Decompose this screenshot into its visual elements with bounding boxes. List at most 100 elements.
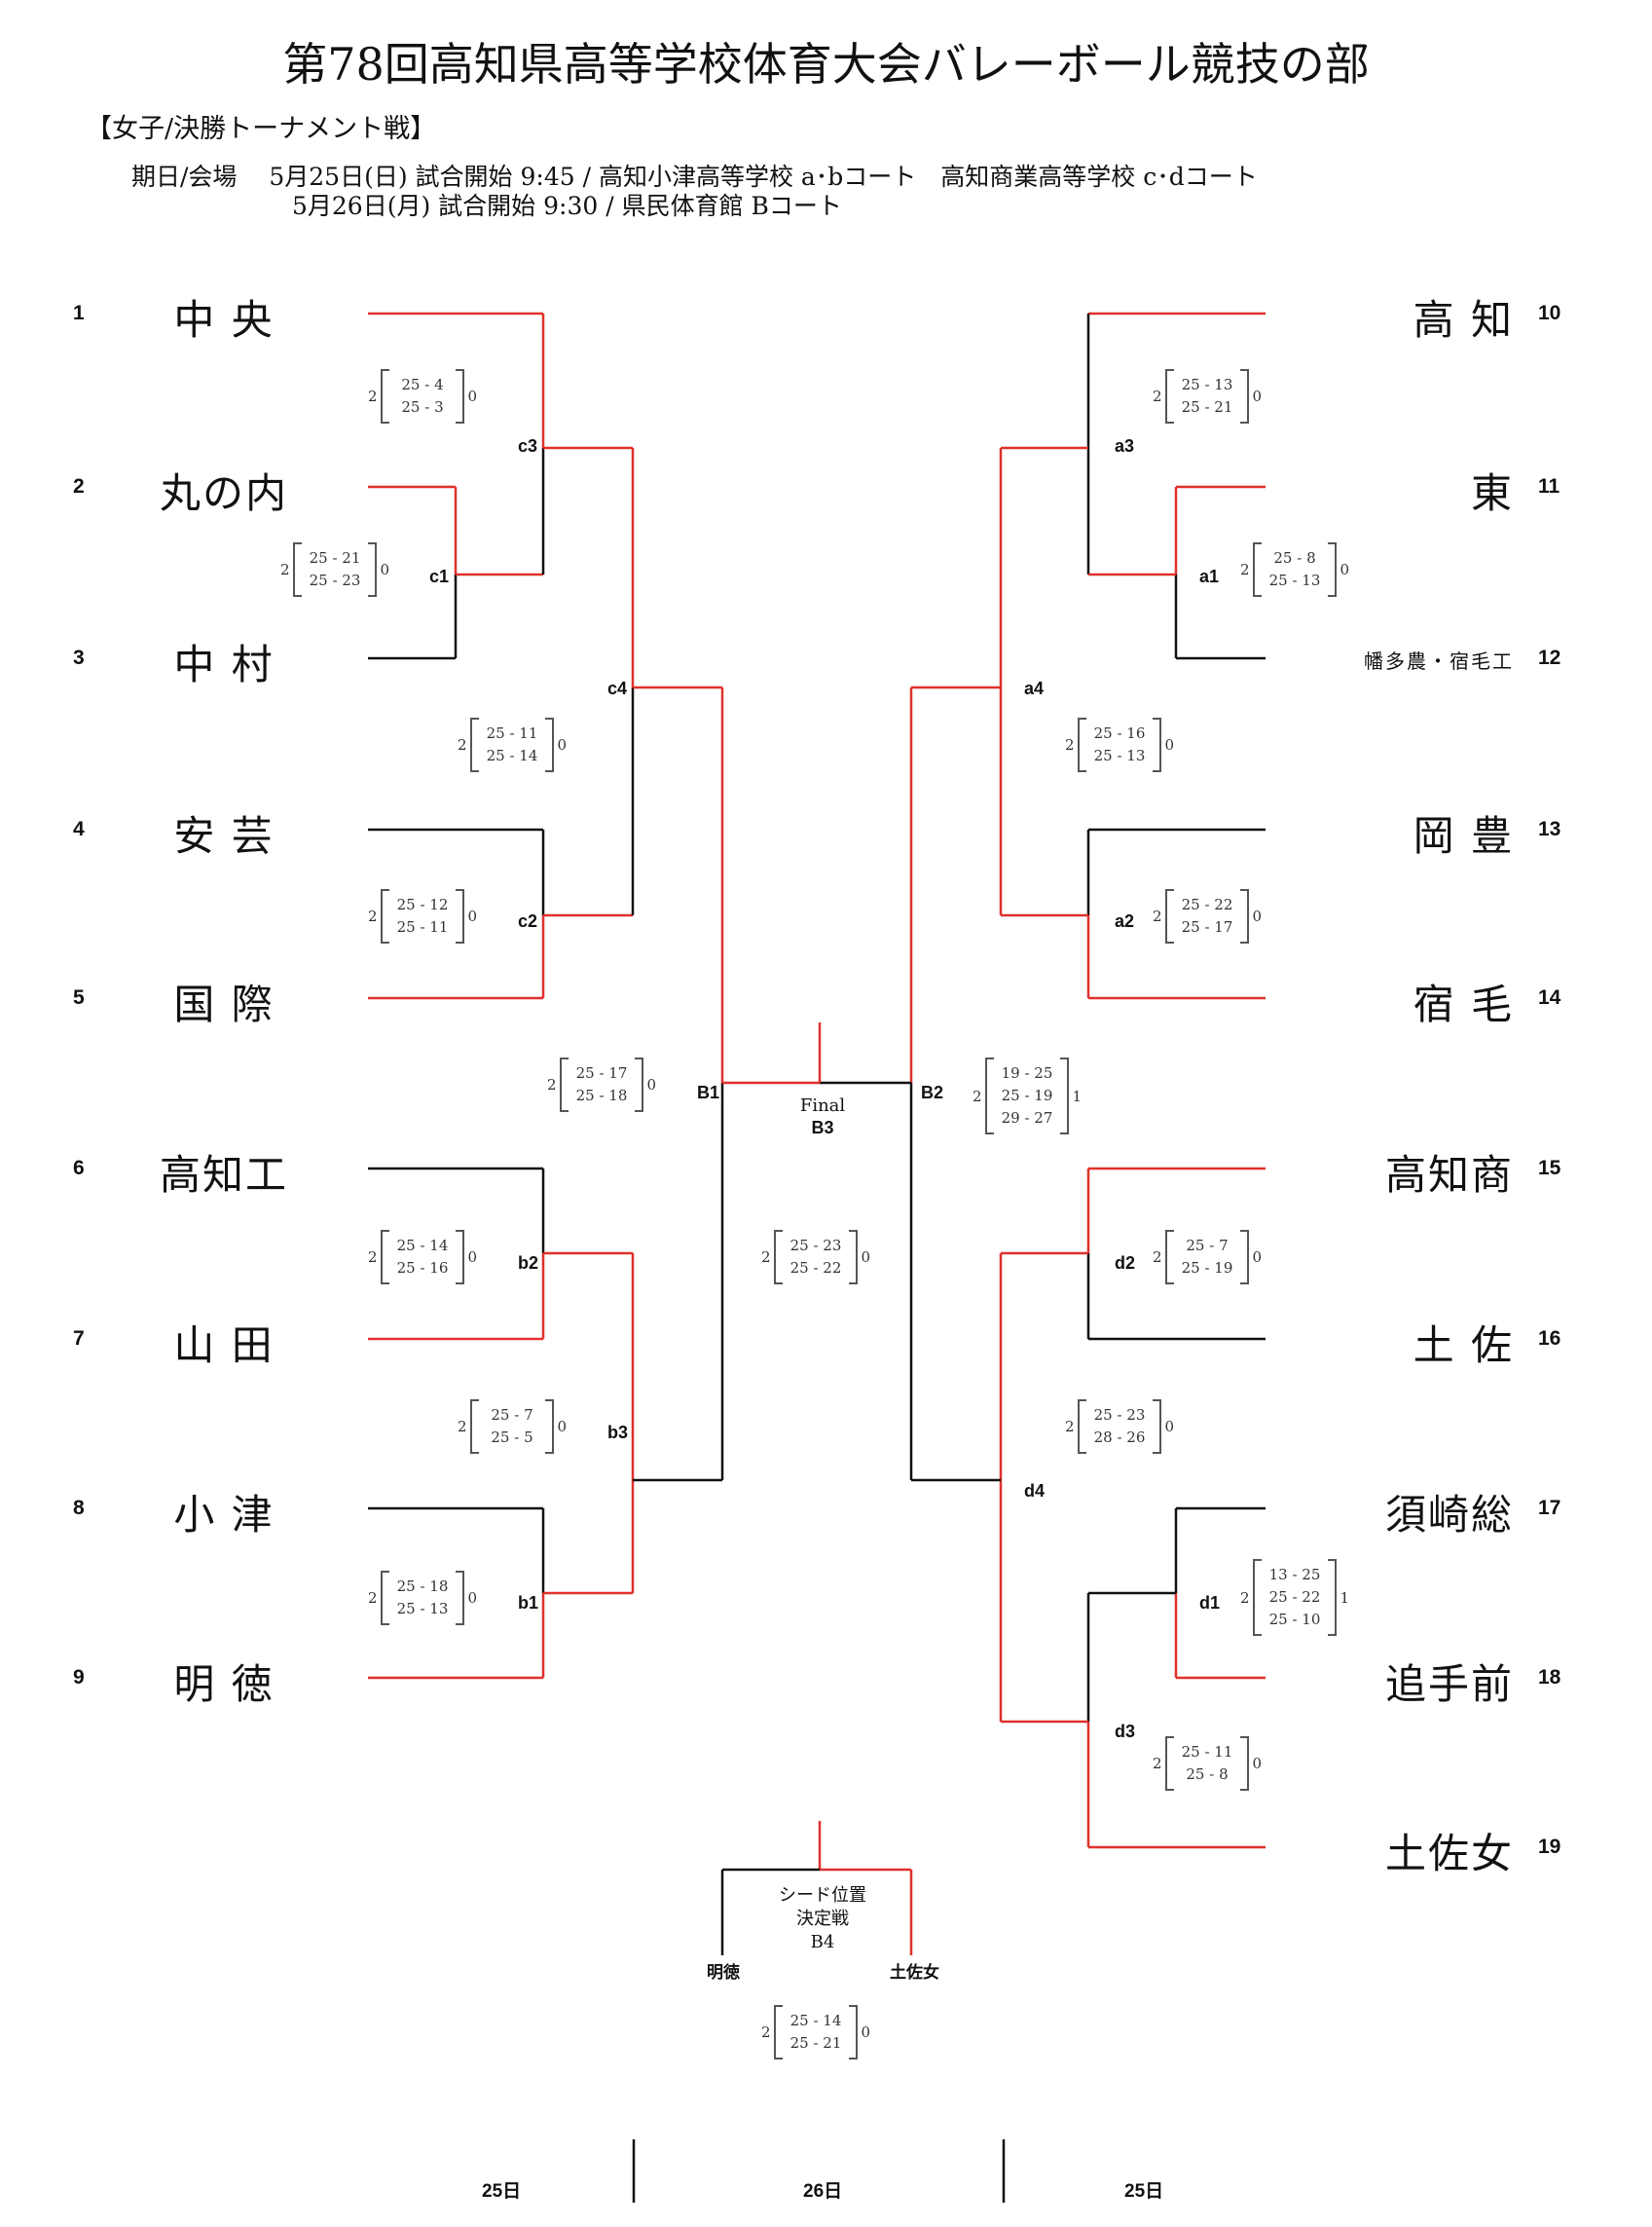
team-name: 土 佐 <box>1413 1321 1514 1369</box>
score-bracket-shape <box>560 1058 643 1112</box>
sets-won-loser: 0 <box>1164 1418 1174 1435</box>
team-name: 高知工 <box>159 1151 288 1199</box>
match-code-b3: b3 <box>607 1423 629 1442</box>
team-name: 東 <box>1470 469 1514 517</box>
sets-won-loser: 1 <box>1340 1588 1349 1607</box>
sets-won-loser: 1 <box>1072 1087 1082 1105</box>
sets-won-winner: 2 <box>458 1418 467 1435</box>
set-score: 25 - 13 <box>1181 376 1233 393</box>
team-seed: 5 <box>73 986 85 1009</box>
sets-won-winner: 2 <box>973 1087 982 1105</box>
team-name: 追手前 <box>1384 1660 1514 1708</box>
seed-match-right-team: 土佐女 <box>890 1963 939 1982</box>
set-score: 25 - 17 <box>575 1064 628 1082</box>
team-name: 宿 毛 <box>1413 981 1514 1028</box>
match-code-c2: c2 <box>518 911 538 931</box>
set-score: 25 - 22 <box>789 1259 842 1277</box>
sets-won-winner: 2 <box>1065 1418 1075 1435</box>
match-code-a3: a3 <box>1115 436 1135 456</box>
match-code-d3: d3 <box>1115 1722 1136 1741</box>
team-seed: 18 <box>1538 1666 1561 1689</box>
team-name: 中 央 <box>173 296 275 344</box>
set-score: 25 - 21 <box>789 2034 842 2052</box>
set-score: 25 - 8 <box>1186 1765 1229 1783</box>
section-heading: 【女子/決勝トーナメント戦】 <box>86 114 437 144</box>
day-label-center: 26日 <box>803 2181 843 2202</box>
sets-won-winner: 2 <box>280 561 290 578</box>
schedule-line-1: 期日/会場 5月25日(日) 試合開始 9:45 / 高知小津高等学校 a･bコ… <box>131 163 1258 191</box>
sets-won-loser: 0 <box>557 736 567 754</box>
sets-won-winner: 2 <box>1240 1588 1250 1607</box>
score-bracket-shape <box>1253 542 1337 597</box>
sets-won-winner: 2 <box>1153 908 1162 925</box>
set-score: 29 - 27 <box>1001 1109 1053 1127</box>
team-seed: 7 <box>73 1327 85 1350</box>
set-score: 28 - 26 <box>1093 1429 1146 1446</box>
final-label: Final <box>799 1095 846 1116</box>
sets-won-winner: 2 <box>368 388 378 405</box>
set-score: 25 - 21 <box>309 549 361 567</box>
set-score: 25 - 12 <box>396 896 449 913</box>
set-score: 25 - 14 <box>789 2012 842 2029</box>
sets-won-loser: 0 <box>646 1076 656 1094</box>
sets-won-winner: 2 <box>368 908 378 925</box>
score-bracket-shape <box>1165 1736 1249 1791</box>
set-score: 25 - 13 <box>1268 572 1321 589</box>
sets-won-winner: 2 <box>1240 561 1250 578</box>
match-code-b2-semi: B2 <box>921 1083 944 1102</box>
match-code-c1: c1 <box>429 567 450 586</box>
match-code-a1: a1 <box>1199 567 1220 586</box>
sets-won-loser: 0 <box>1340 561 1349 578</box>
sets-won-loser: 0 <box>1164 736 1174 754</box>
set-score: 25 - 7 <box>1186 1237 1229 1254</box>
match-code-b2: b2 <box>518 1253 539 1273</box>
sets-won-winner: 2 <box>458 736 467 754</box>
score-bracket-shape <box>774 1230 858 1284</box>
set-score: 25 - 16 <box>1093 724 1146 742</box>
sets-won-winner: 2 <box>761 2023 771 2041</box>
set-score: 25 - 4 <box>401 376 444 393</box>
set-score: 25 - 18 <box>396 1577 449 1595</box>
sets-won-winner: 2 <box>1153 1755 1162 1772</box>
set-score: 25 - 10 <box>1268 1611 1321 1628</box>
team-seed: 9 <box>73 1666 85 1689</box>
set-score: 19 - 25 <box>1001 1064 1053 1082</box>
score-bracket-shape <box>1078 1399 1161 1454</box>
match-code-c4: c4 <box>607 679 628 698</box>
set-score: 13 - 25 <box>1268 1566 1321 1583</box>
score-bracket-shape <box>381 1230 464 1284</box>
match-code-a4: a4 <box>1024 679 1045 698</box>
set-score: 25 - 11 <box>1181 1743 1233 1761</box>
set-score: 25 - 22 <box>1268 1588 1321 1606</box>
set-score: 25 - 7 <box>491 1406 533 1424</box>
schedule-line-2: 5月26日(月) 試合開始 9:30 / 県民体育館 Bコート <box>292 192 842 220</box>
score-bracket-shape <box>985 1058 1069 1134</box>
score-box: 13 - 25 25 - 22 25 - 10 2 1 <box>1240 1558 1349 1637</box>
team-name: 小 津 <box>173 1491 275 1539</box>
sets-won-loser: 0 <box>557 1418 567 1435</box>
score-bracket-shape <box>470 718 554 772</box>
score-bracket-shape <box>1165 889 1249 944</box>
match-code-a2: a2 <box>1115 911 1135 931</box>
set-score: 25 - 13 <box>396 1600 449 1617</box>
sets-won-winner: 2 <box>547 1076 557 1094</box>
score-bracket-shape <box>381 369 464 424</box>
sets-won-loser: 0 <box>467 908 477 925</box>
match-code-d2: d2 <box>1115 1253 1136 1273</box>
score-bracket-shape <box>381 889 464 944</box>
sets-won-loser: 0 <box>1252 1248 1262 1266</box>
sets-won-loser: 0 <box>861 1248 870 1266</box>
sets-won-winner: 2 <box>761 1248 771 1266</box>
team-seed: 16 <box>1538 1327 1561 1350</box>
score-bracket-shape <box>1165 369 1249 424</box>
set-score: 25 - 13 <box>1093 747 1146 764</box>
